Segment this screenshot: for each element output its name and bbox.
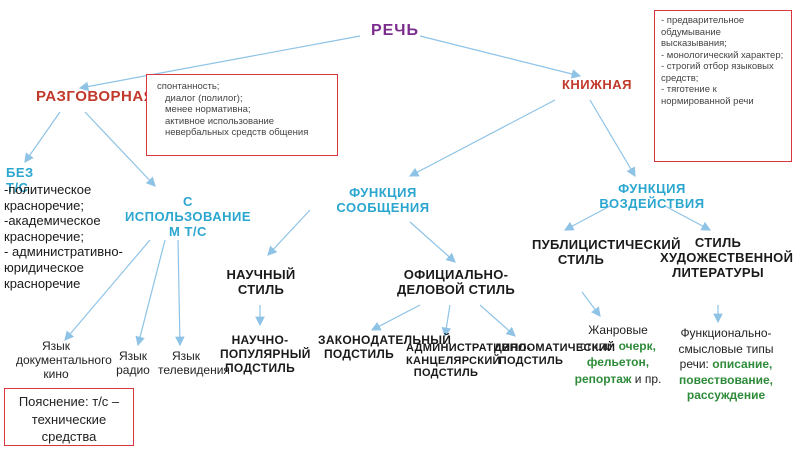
bookish-features-box: - предварительное обдумывание высказыван… xyxy=(654,10,792,162)
bookish-feature: - строгий отбор языковых средств; xyxy=(661,61,774,84)
genre-styles-suffix: и пр. xyxy=(634,371,662,386)
diplomatic-substyle: ДИПЛОМАТИЧЕСКИЙ ПОДСТИЛЬ xyxy=(494,342,616,367)
bookish-speech: КНИЖНАЯ xyxy=(561,77,633,92)
arrow-bookish-influence xyxy=(589,99,636,178)
arrow-official-admin xyxy=(441,304,452,338)
pop-science-substyle: НАУЧНО-ПОПУЛЯРНЫЙ ПОДСТИЛЬ xyxy=(220,333,311,375)
genre-styles: Жанровые стили: очерк, фельетон, репорта… xyxy=(570,322,666,387)
bookish-feature: - тяготение к нормированной речи xyxy=(661,84,754,108)
genre-list: очерк, фельетон, репортаж xyxy=(574,339,656,386)
colloquial-feature: диалог (полилог); xyxy=(165,92,243,104)
colloquial-feature: менее нормативна; xyxy=(165,104,251,116)
bookish-feature: - предварительное обдумывание высказыван… xyxy=(661,15,745,50)
arrow-official-legislative xyxy=(370,304,421,331)
genre-styles-prefix: Жанровые стили: xyxy=(580,323,648,354)
arrow-with-radio xyxy=(135,239,166,347)
speech-types-prefix: Функционально-смысловые типы речи: xyxy=(678,326,774,372)
arrow-message-scientific xyxy=(267,209,311,256)
speech-types: Функционально-смысловые типы речи: описа… xyxy=(676,326,776,404)
arrow-colloquial-with xyxy=(84,111,156,187)
note-box: Пояснение: т/с – технические средства xyxy=(4,388,134,446)
radio-language: Язык радио xyxy=(116,349,150,377)
arrow-bookish-message xyxy=(408,99,556,177)
arrow-official-diplomatic xyxy=(479,304,516,337)
scientific-style: НАУЧНЫЙ СТИЛЬ xyxy=(226,267,296,297)
without-items-list: -политическое красноречие; -академическо… xyxy=(4,182,132,291)
arrow-journalistic-genres xyxy=(581,291,601,317)
legislative-substyle: ЗАКОНОДАТЕЛЬНЫЙ ПОДСТИЛЬ xyxy=(318,333,452,361)
arrow-message-official xyxy=(409,221,456,263)
colloquial-features-box: спонтанность; диалог (полилог); менее но… xyxy=(146,74,338,156)
admin-substyle: АДМИНИСТРАТИВНО-КАНЦЕЛЯРСКИЙ ПОДСТИЛЬ xyxy=(406,342,531,380)
function-influence: ФУНКЦИЯ ВОЗДЕЙСТВИЯ xyxy=(599,181,705,211)
arrow-with-tv xyxy=(175,239,185,347)
without-item: - административно-юридическое красноречи… xyxy=(4,244,123,291)
colloquial-speech: РАЗГОВОРНАЯ xyxy=(36,88,155,105)
colloquial-feature: спонтанность; xyxy=(157,81,220,92)
speech-types-list: описание, повествование, рассуждение xyxy=(679,357,773,403)
note-text: Пояснение: т/с – технические средства xyxy=(18,394,120,445)
root-speech: РЕЧЬ xyxy=(370,22,420,39)
without-technical-means: БЕЗ Т/С xyxy=(6,165,34,195)
bookish-feature: - монологический характер; xyxy=(661,49,784,61)
documentary-film-language: Язык документального кино xyxy=(16,339,112,381)
arrow-root-bookish xyxy=(419,35,582,79)
arrow-colloquial-without xyxy=(24,111,61,163)
without-item: -академическое красноречие; xyxy=(4,213,101,244)
function-message: ФУНКЦИЯ СООБЩЕНИЯ xyxy=(336,185,430,215)
with-technical-means: С ИСПОЛЬЗОВАНИЕ М Т/С xyxy=(124,194,252,239)
without-item: -политическое красноречие; xyxy=(4,182,92,213)
official-style: ОФИЦИАЛЬНО-ДЕЛОВОЙ СТИЛЬ xyxy=(396,267,515,297)
colloquial-feature: активное использование невербальных сред… xyxy=(165,115,309,139)
fiction-style: СТИЛЬ ХУДОЖЕСТВЕННОЙ ЛИТЕРАТУРЫ xyxy=(660,235,794,280)
tv-language: Язык телевидения xyxy=(158,349,230,377)
journalistic-style: ПУБЛИЦИСТИЧЕСКИЙ СТИЛЬ xyxy=(532,237,681,267)
